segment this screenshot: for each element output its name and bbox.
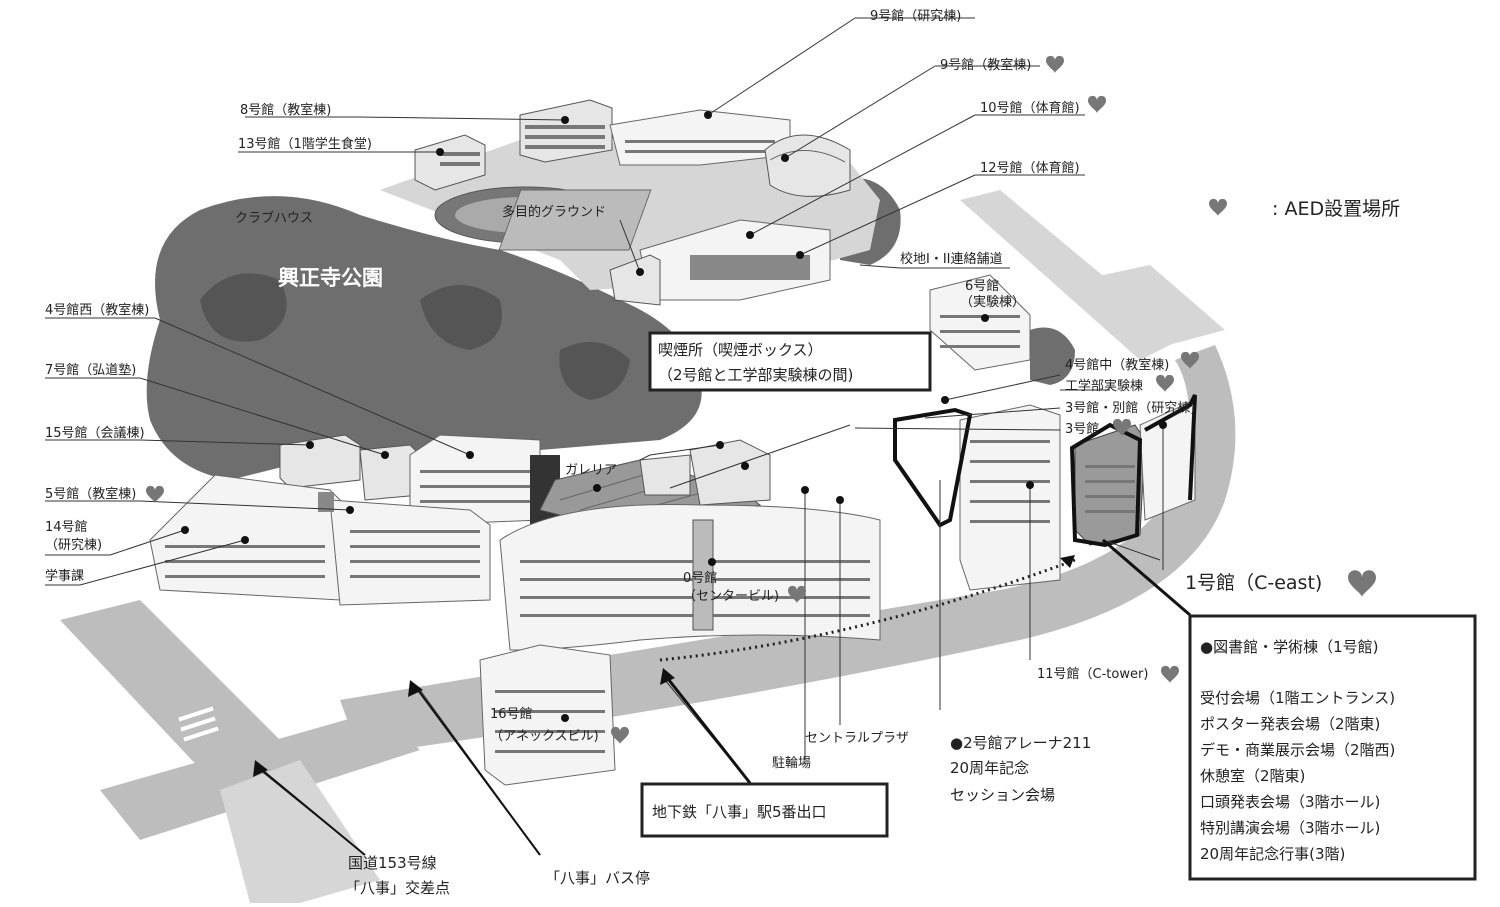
label-b8: 8号館（教室棟): [240, 102, 331, 118]
smoking-line1: 喫煙所（喫煙ボックス）: [658, 341, 823, 359]
label-b1: 1号館（C-east): [1185, 572, 1322, 594]
label-b14-line1: 14号館: [45, 520, 88, 535]
label-clubhouse: クラブハウス: [235, 210, 313, 226]
subway-callout: 地下鉄「八事」駅5番出口: [640, 782, 889, 838]
label-galleria: ガレリア: [565, 463, 617, 478]
walking-route: [659, 558, 1076, 662]
bus-stop-label: 「八事」バス停: [545, 869, 650, 887]
library-callout: ●図書館・学術棟（1号館) 受付会場（1階エントランス) ポスター発表会場（2階…: [1188, 614, 1477, 881]
label-b15: 15号館（会議棟): [45, 426, 145, 441]
park-trees: [146, 178, 1075, 480]
label-eng: 工学部実験棟: [1065, 378, 1143, 394]
roads: [60, 190, 1236, 903]
label-b4w: 4号館西（教室棟): [45, 302, 149, 318]
main-buildings: [149, 394, 1197, 786]
labels: 9号館（研究棟) 9号館（教室棟) 8号館（教室棟) 13号館（1階学生食堂) …: [45, 9, 1400, 897]
library-item: デモ・商業展示会場（2階西): [1200, 741, 1395, 759]
marker-dots: [181, 111, 1167, 722]
arena-line3: セッション会場: [950, 786, 1055, 804]
arena-line2: 20周年記念: [950, 759, 1029, 777]
label-b9-class: 9号館（教室棟): [940, 57, 1031, 73]
label-b6-line1: 6号館: [965, 279, 999, 294]
crossing-pointer: [261, 769, 366, 856]
label-b7: 7号館（弘道塾): [45, 362, 136, 378]
arena-line1: ●2号館アレーナ211: [950, 734, 1091, 752]
building-6: [929, 274, 1031, 371]
label-b14-line2: （研究棟): [45, 538, 102, 553]
label-b6-line2: （実験棟）: [960, 294, 1025, 310]
label-b5: 5号館（教室棟): [45, 486, 136, 502]
aed-heart-icon: [1348, 570, 1376, 598]
label-central-plaza: セントラルプラザ: [805, 731, 909, 746]
bus-pointer: [417, 689, 541, 856]
label-b16-line2: （アネックスビル): [490, 729, 599, 744]
crossing-line2: 「八事」交差点: [345, 879, 450, 897]
smoking-line2: （2号館と工学部実験棟の間): [658, 366, 853, 384]
label-b12: 12号館（体育館): [980, 160, 1080, 176]
label-b3: 3号館: [1065, 422, 1099, 437]
label-b0-line1: 0号館: [683, 571, 717, 586]
aed-heart-icon: [1156, 374, 1174, 393]
aed-heart-icon: [1046, 55, 1064, 74]
subway-label: 地下鉄「八事」駅5番出口: [652, 803, 827, 821]
label-b9-research: 9号館（研究棟): [870, 9, 961, 24]
label-b11: 11号館（C-tower): [1037, 667, 1148, 682]
aed-heart-icon: [1088, 95, 1106, 114]
subway-pointer: [663, 674, 752, 784]
label-b10: 10号館（体育館): [980, 100, 1080, 116]
library-item: 特別講演会場（3階ホール): [1200, 819, 1380, 837]
label-bridge: 校地I・II連絡舗道: [900, 251, 1003, 267]
label-b3-annex: 3号館・別館（研究棟): [1065, 401, 1195, 416]
label-b0-line2: （センタービル): [683, 589, 779, 604]
leader-lines: [45, 17, 1191, 856]
label-b13: 13号館（1階学生食堂): [238, 136, 372, 152]
label-b4m: 4号館中（教室棟): [1065, 357, 1169, 373]
aed-heart-icon: [146, 485, 164, 504]
upper-campus: [380, 99, 880, 306]
park-name: 興正寺公園: [278, 266, 383, 290]
aed-heart-icon: [1161, 665, 1179, 684]
label-field: 多目的グラウンド: [502, 204, 606, 220]
label-b16-line1: 16号館: [490, 707, 533, 722]
library-item: 受付会場（1階エントランス): [1200, 689, 1395, 707]
aed-legend-text: : AED設置場所: [1272, 198, 1400, 220]
smoking-callout: 喫煙所（喫煙ボックス） （2号館と工学部実験棟の間): [648, 331, 932, 392]
library-item: 口頭発表会場（3階ホール): [1200, 793, 1380, 811]
label-gakuji: 学事課: [45, 568, 84, 584]
library-pointer: [1102, 538, 1191, 617]
label-bike-parking: 駐輪場: [772, 755, 811, 771]
library-item: ポスター発表会場（2階東): [1200, 715, 1380, 733]
aed-legend-heart-icon: [1209, 198, 1227, 217]
library-title: ●図書館・学術棟（1号館): [1200, 638, 1379, 656]
library-item: 休憩室（2階東): [1200, 767, 1305, 785]
library-item: 20周年記念行事(3階): [1200, 845, 1345, 863]
crossing-line1: 国道153号線: [348, 854, 437, 872]
